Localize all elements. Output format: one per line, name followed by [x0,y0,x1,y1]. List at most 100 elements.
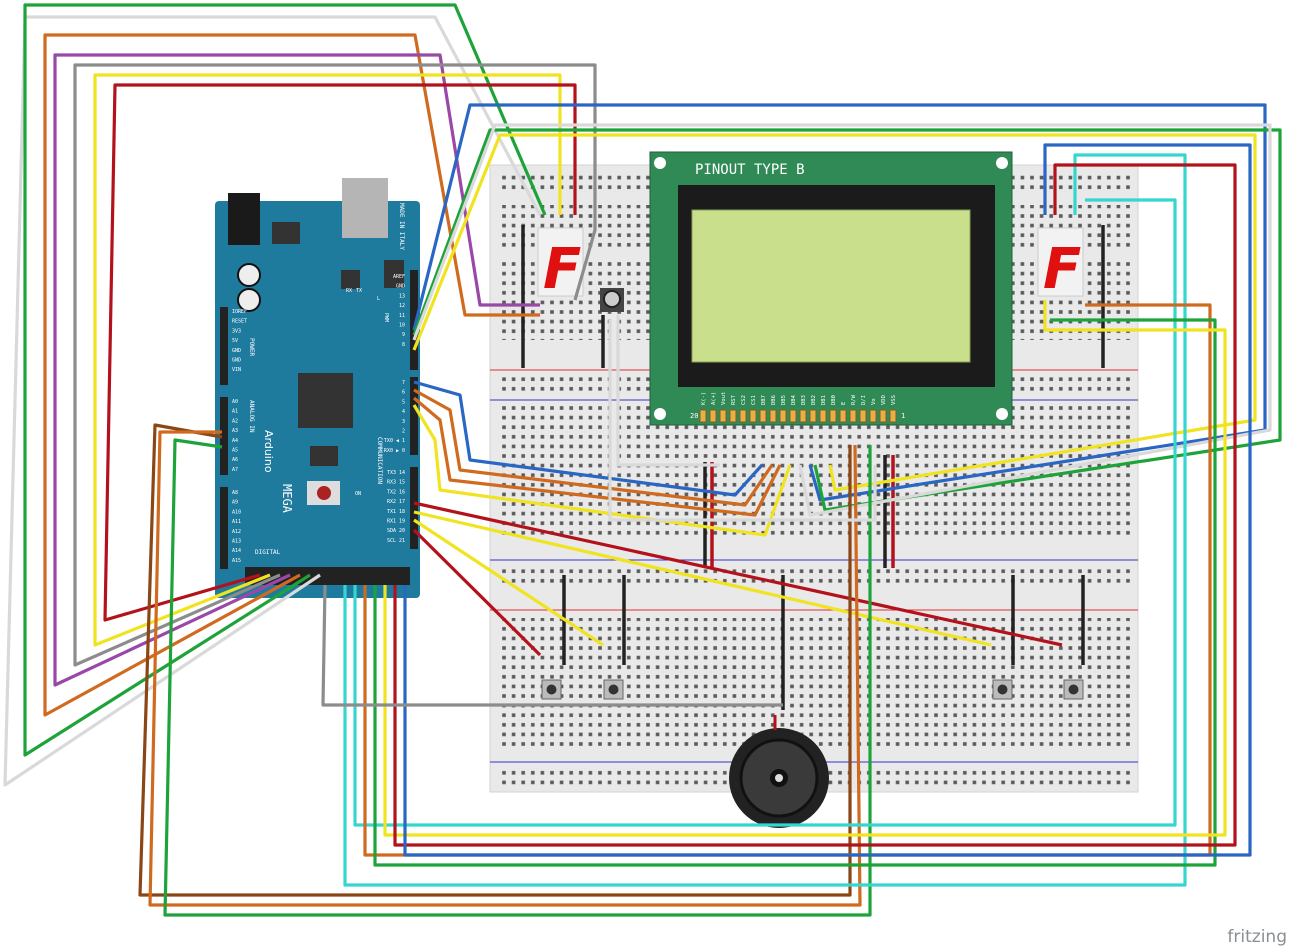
pin-label: TX1 18 [387,509,405,515]
arduino-brand: Arduino [262,430,275,473]
lcd-pin-label: DB2 [811,395,817,405]
pin-label: GND [232,358,241,364]
lcd-pin [769,409,777,423]
lcd-pin-label: DB7 [761,395,767,405]
pin-label: A2 [232,418,238,424]
lcd-pin-label: DB1 [821,395,827,405]
lcd-pin [859,409,867,423]
lcd-pin-label: E [841,402,847,405]
lcd-pin [729,409,737,423]
lcd-pin [819,409,827,423]
lcd-pin [739,409,747,423]
pin-label: A7 [232,467,238,473]
pin-label: 13 [399,293,405,299]
lcd-pin-label: RST [731,394,737,405]
pin-label: A8 [232,490,238,496]
push-button-1[interactable] [541,679,562,700]
lcd-pin-label: VDD [881,395,887,405]
pin-label: TX3 14 [387,470,405,476]
pin-label: 3V3 [232,328,241,334]
lcd-pin-label: K(-) [701,392,707,405]
pin-label: A13 [232,539,241,545]
lcd-pin-label: Vo [871,398,877,405]
lcd-pin-label: DB3 [801,395,807,405]
pin-label: 11 [399,313,405,319]
lcd-pin [809,409,817,423]
pwm-header: PWM [383,313,389,322]
power-header: POWER [248,338,255,356]
pin-label: TX0 ◀ 1 [384,438,405,444]
pin-label: IOREF [232,309,247,315]
pin-label: 8 [402,342,405,348]
pin-label: GND [232,348,241,354]
pin-label: A6 [232,457,238,463]
fritzing-brand: fritzing [1227,927,1287,946]
lcd-title: PINOUT TYPE B [695,162,805,178]
push-button-4[interactable] [1063,679,1084,700]
arduino-mega: Arduino MEGA MADE IN ITALY POWER ANALOG … [215,178,420,598]
analog-header: ANALOG IN [248,400,255,433]
pin-label: A9 [232,500,238,506]
lcd-pin-label: D/I [861,395,867,405]
push-button-2[interactable] [603,679,624,700]
pin-label: 7 [402,380,405,386]
pin-label: SDA 20 [387,528,405,534]
pin-label: A11 [232,519,241,525]
lcd-pin-label: Vout [721,392,727,405]
pin-label: A0 [232,399,238,405]
pin-label: 4 [402,409,405,415]
pin-label: GND [396,284,405,290]
pin-label: 5 [402,399,405,405]
lcd-pin-label: A(+) [711,392,717,405]
lcd-screen [691,209,971,363]
lcd-pin-label: R/W [851,394,857,405]
lcd-pin-1-label: 1 [901,412,905,420]
pin-label: 6 [402,390,405,396]
lcd-pin [719,409,727,423]
pin-label: AREF [393,274,405,280]
pin-label: 10 [399,323,405,329]
lcd-pin [709,409,717,423]
lcd-module: PINOUT TYPE B 20 1 K(-) A(+) Vout RST CS2 CS1… [649,151,1013,426]
lcd-pin-label: DB6 [771,395,777,405]
lcd-pin [839,409,847,423]
pin-label: VIN [232,367,241,373]
pin-label: A5 [232,448,238,454]
pin-label: SCL 21 [387,538,405,544]
lcd-pin-label: DB5 [781,395,787,405]
seven-segment-right: F [1037,227,1084,302]
pin-label: A12 [232,529,241,535]
lcd-pin [699,409,707,423]
potentiometer[interactable] [600,288,624,312]
pin-label: A10 [232,509,241,515]
pin-label: A1 [232,409,238,415]
on-label: ON [355,491,361,497]
push-button-3[interactable] [992,679,1013,700]
pin-label: RESET [232,319,247,325]
lcd-pin-label: VSS [891,395,897,405]
lcd-pin [789,409,797,423]
lcd-pin [869,409,877,423]
pin-label: 5V [232,338,238,344]
wires [3,3,1282,917]
pin-label: A3 [232,428,238,434]
lcd-pin [779,409,787,423]
lcd-pin [879,409,887,423]
lcd-pin [829,409,837,423]
pin-label: RX1 19 [387,519,405,525]
lcd-pin-label: CS1 [751,395,757,405]
pin-label: 3 [402,419,405,425]
pin-label: A15 [232,558,241,564]
lcd-pin-label: DB4 [791,394,797,405]
seven-segment-left: F [537,227,584,302]
comm-header: COMMUNICATION [376,437,383,484]
lcd-pin-label: CS2 [741,395,747,405]
lcd-pin [749,409,757,423]
lcd-pin-20-label: 20 [690,412,698,420]
right-digit: F [1043,237,1081,302]
pin-label: A14 [232,548,241,554]
digital-header: DIGITAL [255,549,281,556]
lcd-pin [889,409,897,423]
tx-label: TX [356,288,362,294]
